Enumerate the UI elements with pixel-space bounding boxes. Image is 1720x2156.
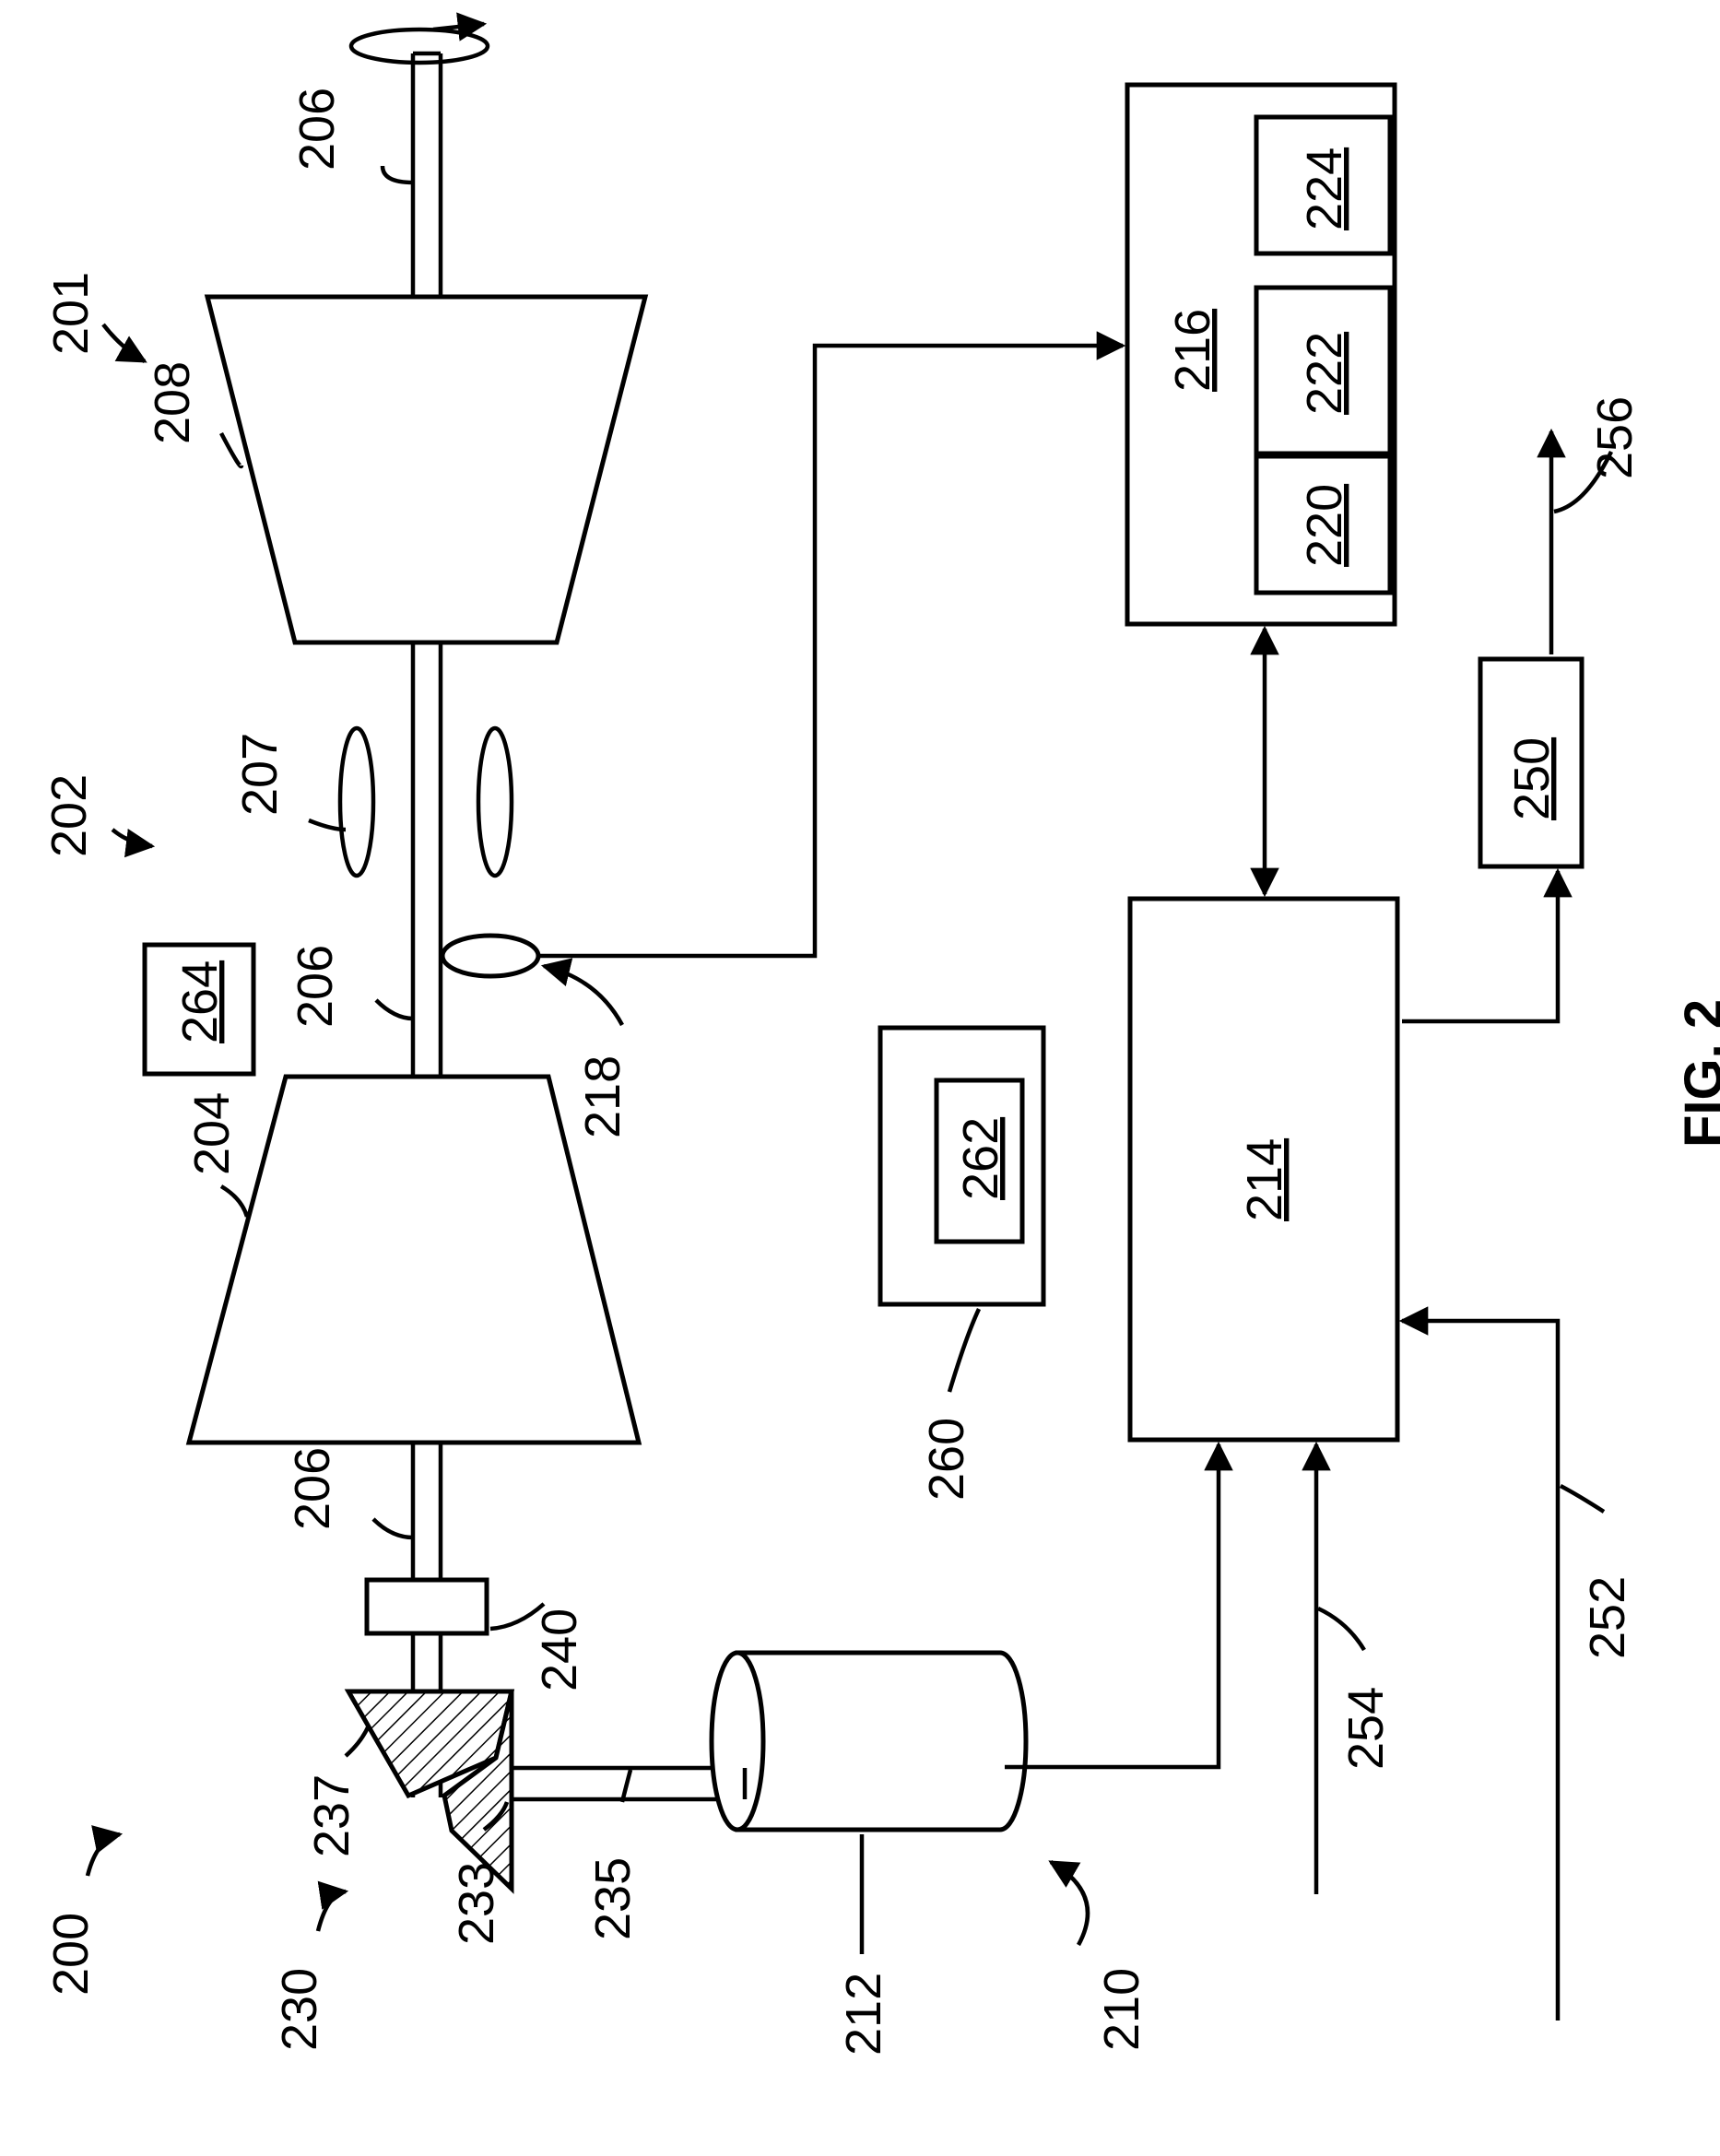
label-256: 256 xyxy=(1587,396,1643,479)
leader-200-arrow xyxy=(88,1834,120,1876)
label-208: 208 xyxy=(145,361,200,444)
leader-254 xyxy=(1318,1608,1364,1650)
label-218: 218 xyxy=(575,1055,630,1138)
compressor-204 xyxy=(189,1077,639,1443)
label-252: 252 xyxy=(1580,1576,1635,1659)
label-207: 207 xyxy=(232,733,288,816)
label-230: 230 xyxy=(272,1968,327,2051)
leader-206-bottom xyxy=(373,1519,413,1537)
line-212-to-214 xyxy=(1005,1444,1219,1767)
leader-252 xyxy=(1561,1486,1604,1512)
line-214-to-250 xyxy=(1402,871,1558,1021)
label-235: 235 xyxy=(585,1857,641,1940)
motor-212 xyxy=(712,1653,1026,1830)
label-240: 240 xyxy=(532,1608,587,1691)
line-252-to-214 xyxy=(1402,1321,1558,2021)
label-200: 200 xyxy=(43,1913,99,1996)
turbine-208 xyxy=(207,297,645,642)
leader-230-arrow xyxy=(318,1891,346,1931)
label-264: 264 xyxy=(172,960,228,1043)
label-233: 233 xyxy=(449,1862,504,1945)
label-216: 216 xyxy=(1165,309,1220,392)
sensor-218 xyxy=(442,936,538,976)
line-sensor-to-216 xyxy=(538,346,1123,956)
leader-206-top xyxy=(383,166,413,183)
label-204: 204 xyxy=(184,1092,240,1175)
label-237: 237 xyxy=(304,1774,359,1857)
coupling-240 xyxy=(367,1580,487,1633)
label-254: 254 xyxy=(1338,1687,1394,1770)
leader-260 xyxy=(949,1309,979,1392)
label-202: 202 xyxy=(41,774,97,857)
leader-218-arrow xyxy=(544,966,622,1025)
leader-202-arrow xyxy=(112,830,152,846)
leader-237 xyxy=(346,1726,369,1756)
label-206-bottom: 206 xyxy=(285,1447,340,1530)
leader-208 xyxy=(221,433,242,466)
label-206-mid: 206 xyxy=(288,945,343,1028)
leader-206-mid xyxy=(376,1000,413,1019)
combustor-207-right xyxy=(478,728,512,876)
label-220: 220 xyxy=(1297,484,1352,567)
label-222: 222 xyxy=(1297,332,1352,415)
leader-210-arrow xyxy=(1051,1862,1088,1945)
leader-201-arrow xyxy=(103,324,145,361)
figure-caption: FIG. 2 xyxy=(1674,999,1720,1148)
rotation-arrow-icon xyxy=(351,24,488,63)
label-262: 262 xyxy=(953,1117,1008,1200)
combustor-207-left xyxy=(340,728,373,876)
label-260: 260 xyxy=(919,1418,974,1501)
label-212: 212 xyxy=(836,1973,891,2056)
label-250: 250 xyxy=(1504,737,1560,820)
label-206-top: 206 xyxy=(289,88,345,171)
label-224: 224 xyxy=(1297,147,1352,230)
label-214: 214 xyxy=(1237,1138,1292,1221)
label-201: 201 xyxy=(43,272,99,355)
leader-204 xyxy=(221,1186,247,1217)
label-210: 210 xyxy=(1094,1968,1149,2051)
